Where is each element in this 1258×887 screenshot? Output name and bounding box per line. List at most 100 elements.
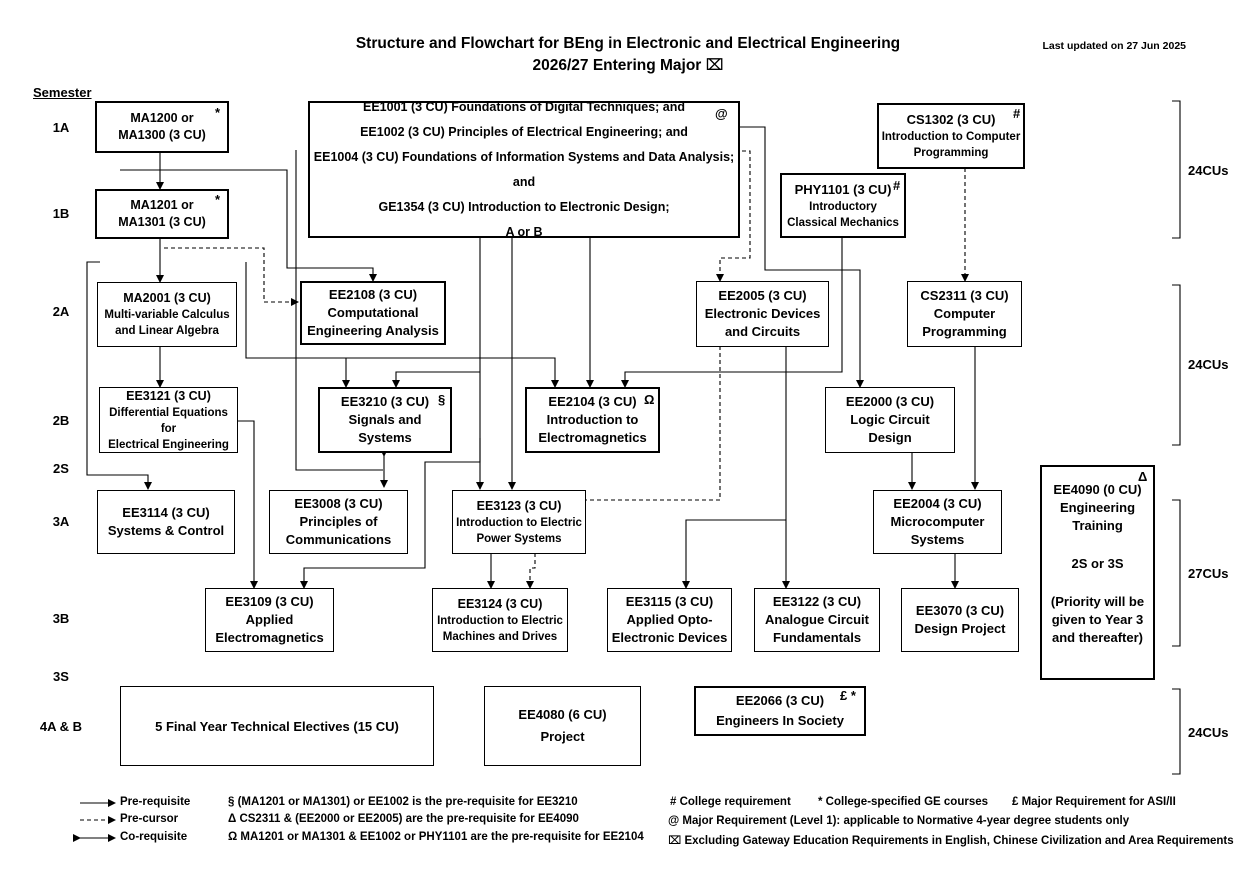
credits-year1: 24CUs — [1188, 163, 1229, 178]
course-ee2104-l3: Electromagnetics — [538, 430, 647, 445]
course-ma1201[interactable]: MA1201 or MA1301 (3 CU) — [95, 189, 229, 239]
semester-3b: 3B — [52, 611, 70, 626]
semester-header: Semester — [33, 85, 92, 100]
course-ee2104-l2: Introduction to — [546, 412, 639, 427]
course-phy1101[interactable]: PHY1101 (3 CU) Introductory Classical Me… — [780, 173, 906, 238]
course-ee3114[interactable]: EE3114 (3 CU) Systems & Control — [97, 490, 235, 554]
at-icon: @ — [715, 106, 728, 121]
course-ee3210-l1: EE3210 (3 CU) — [340, 394, 430, 409]
course-ee3109[interactable]: EE3109 (3 CU) Applied Electromagnetics — [205, 588, 334, 652]
pound-star-icon: £ * — [840, 688, 856, 703]
semester-1b: 1B — [52, 206, 70, 221]
course-ee2005[interactable]: EE2005 (3 CU) Electronic Devices and Cir… — [696, 281, 829, 347]
semester-3s: 3S — [53, 669, 69, 684]
semester-2s: 2S — [53, 461, 69, 476]
course-ee3123[interactable]: EE3123 (3 CU) Introduction to Electric P… — [452, 490, 586, 554]
course-ma1200[interactable]: MA1200 or MA1300 (3 CU) — [95, 101, 229, 153]
course-ma1200-l2: MA1300 (3 CU) — [118, 128, 206, 142]
course-ee4090-l5: (Priority will be — [1050, 594, 1145, 609]
course-ma2001-l3: and Linear Algebra — [115, 325, 219, 337]
course-ma1201-l1: MA1201 or — [130, 198, 194, 212]
course-ma1200-l1: MA1200 or — [130, 111, 194, 125]
course-ee3121[interactable]: EE3121 (3 CU) Differential Equations for… — [99, 387, 238, 453]
course-ee4080[interactable]: EE4080 (6 CU) Project — [484, 686, 641, 766]
course-ee3123-l3: Power Systems — [476, 532, 562, 545]
course-ee3115-l1: EE3115 (3 CU) — [625, 594, 714, 609]
course-ee2005-l2: Electronic Devices — [704, 306, 821, 321]
course-ee2108-l2: Computational — [327, 305, 419, 320]
course-ee3114-l2: Systems & Control — [107, 523, 225, 538]
hash-icon: # — [1013, 106, 1021, 121]
course-ee3121-l2: Differential Equations for — [109, 406, 228, 435]
course-ee3114-l1: EE3114 (3 CU) — [122, 505, 210, 520]
legend-pound: £ Major Requirement for ASI/II — [1012, 796, 1176, 808]
course-ee2004-l1: EE2004 (3 CU) — [893, 496, 982, 511]
course-ee1001-l5: A or B — [505, 224, 543, 239]
course-ee4080-l1: EE4080 (6 CU) — [518, 707, 607, 722]
course-ee4090[interactable]: EE4090 (0 CU) Engineering Training 2S or… — [1040, 465, 1155, 680]
course-cs2311[interactable]: CS2311 (3 CU) Computer Programming — [907, 281, 1022, 347]
course-ee3070-l2: Design Project — [914, 621, 1006, 636]
course-ee3121-l1: EE3121 (3 CU) — [126, 388, 211, 403]
semester-4ab: 4A & B — [39, 719, 83, 734]
course-cs2311-l3: Programming — [922, 324, 1007, 339]
course-ma2001-l1: MA2001 (3 CU) — [123, 291, 211, 305]
semester-2b: 2B — [52, 413, 70, 428]
course-ee2004-l2: Microcomputer — [890, 514, 985, 529]
course-ee2004-l3: Systems — [910, 532, 965, 547]
course-ee2104-l1: EE2104 (3 CU) — [548, 394, 637, 409]
course-ee3123-l1: EE3123 (3 CU) — [476, 498, 562, 513]
course-phy1101-l1: PHY1101 (3 CU) — [794, 181, 892, 197]
course-ma1201-l2: MA1301 (3 CU) — [118, 215, 206, 229]
course-ee3124[interactable]: EE3124 (3 CU) Introduction to Electric M… — [432, 588, 568, 652]
course-ee4090-l4: 2S or 3S — [1071, 556, 1124, 571]
delta-icon: Δ — [1138, 469, 1148, 484]
course-ee3008-l3: Communications — [285, 532, 392, 547]
course-cs1302[interactable]: CS1302 (3 CU) Introduction to Computer P… — [877, 103, 1025, 169]
course-ee3070[interactable]: EE3070 (3 CU) Design Project — [901, 588, 1019, 652]
course-ee3122[interactable]: EE3122 (3 CU) Analogue Circuit Fundament… — [754, 588, 880, 652]
course-ee4090-l3: Training — [1072, 518, 1123, 533]
course-ee2104[interactable]: EE2104 (3 CU) Introduction to Electromag… — [525, 387, 660, 453]
course-cs1302-l2: Introduction to Computer — [881, 131, 1021, 143]
course-ma2001[interactable]: MA2001 (3 CU) Multi-variable Calculus an… — [97, 282, 237, 347]
course-ee3109-l1: EE3109 (3 CU) — [225, 594, 314, 609]
legend-prereq: Pre-requisite — [120, 796, 191, 808]
note-omega: Ω MA1201 or MA1301 & EE1002 or PHY1101 a… — [228, 831, 644, 843]
hash-icon: # — [893, 178, 901, 193]
legend-at: @ Major Requirement (Level 1): applicabl… — [668, 815, 1130, 827]
legend-excl: ⌧ Excluding Gateway Education Requiremen… — [668, 835, 1234, 847]
course-ee1001-group[interactable]: EE1001 (3 CU) Foundations of Digital Tec… — [308, 100, 740, 239]
course-phy1101-l3: Classical Mechanics — [787, 216, 899, 229]
note-delta: Δ CS2311 & (EE2000 or EE2005) are the pr… — [228, 813, 579, 825]
course-ee1001-l4: GE1354 (3 CU) Introduction to Electronic… — [378, 199, 670, 214]
course-ee3210-l2: Signals and — [348, 412, 422, 427]
last-updated: Last updated on 27 Jun 2025 — [1042, 40, 1186, 52]
course-ee2000-l2: Logic Circuit — [850, 412, 930, 427]
legend-coreq: Co-requisite — [120, 831, 188, 843]
legend-star: * College-specified GE courses — [818, 796, 989, 808]
course-ee3109-l3: Electromagnetics — [215, 630, 324, 645]
credits-year4: 24CUs — [1188, 725, 1229, 740]
course-ee2066[interactable]: EE2066 (3 CU) Engineers In Society — [694, 686, 866, 736]
course-ee2000-l3: Design — [868, 430, 912, 445]
semester-3a: 3A — [52, 514, 70, 529]
course-ee2108[interactable]: EE2108 (3 CU) Computational Engineering … — [300, 281, 446, 345]
star-icon: * — [215, 192, 221, 207]
course-ee3122-l2: Analogue Circuit — [764, 612, 869, 627]
course-ee3115-l3: Electronic Devices — [611, 630, 728, 645]
star-icon: * — [215, 105, 221, 120]
page-title: Structure and Flowchart for BEng in Elec… — [355, 35, 901, 52]
course-cs1302-l1: CS1302 (3 CU) — [906, 112, 996, 127]
course-ee3210[interactable]: EE3210 (3 CU) Signals and Systems — [318, 387, 452, 453]
course-ee3008-l2: Principles of — [299, 514, 378, 529]
course-ee4080-l2: Project — [540, 729, 585, 744]
course-ee2004[interactable]: EE2004 (3 CU) Microcomputer Systems — [873, 490, 1002, 554]
course-ee2000[interactable]: EE2000 (3 CU) Logic Circuit Design — [825, 387, 955, 453]
note-section: § (MA1201 or MA1301) or EE1002 is the pr… — [228, 796, 578, 808]
course-ee3008[interactable]: EE3008 (3 CU) Principles of Communicatio… — [269, 490, 408, 554]
course-ee3122-l3: Fundamentals — [772, 630, 862, 645]
course-final-electives[interactable]: 5 Final Year Technical Electives (15 CU) — [120, 686, 434, 766]
course-ee2000-l1: EE2000 (3 CU) — [845, 394, 935, 409]
course-ee3115[interactable]: EE3115 (3 CU) Applied Opto- Electronic D… — [607, 588, 732, 652]
